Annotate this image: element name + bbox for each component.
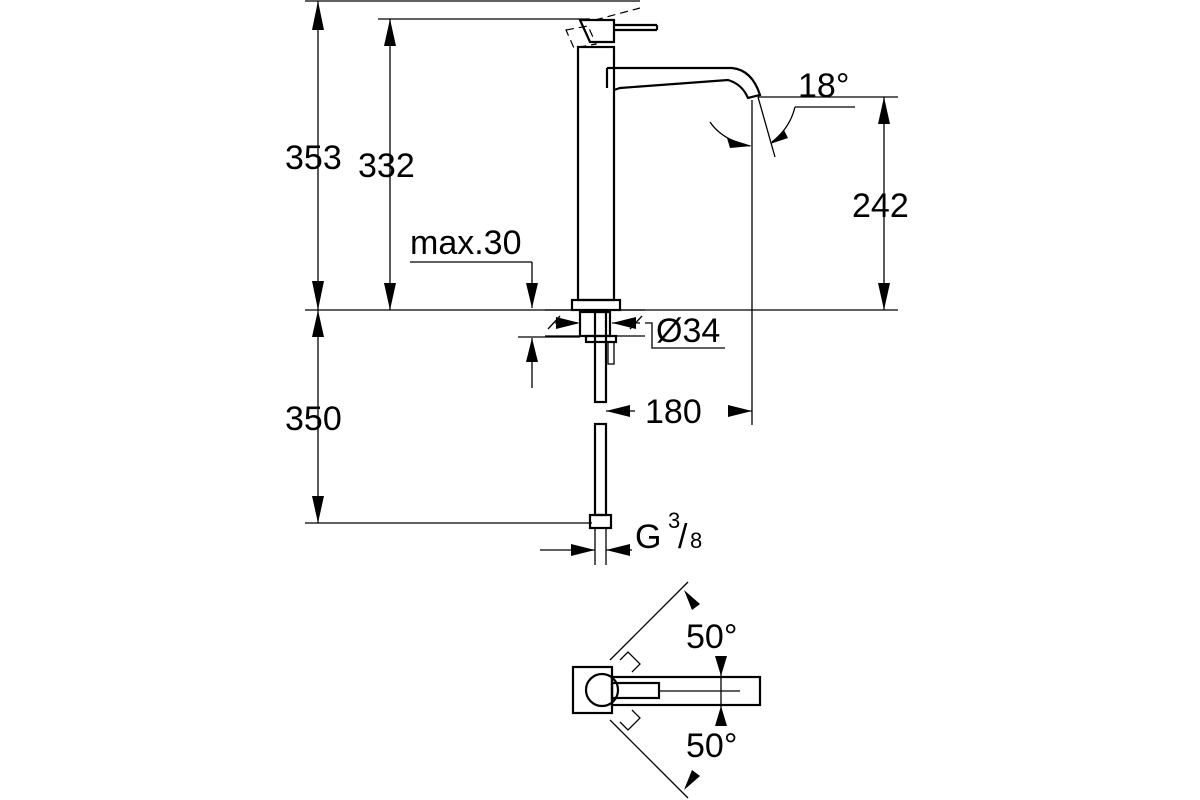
dimension-350 bbox=[312, 310, 324, 523]
dimension-angle-18 bbox=[709, 96, 855, 158]
label-180: 180 bbox=[645, 393, 702, 431]
label-242: 242 bbox=[852, 187, 909, 225]
label-18-deg: 18° bbox=[798, 67, 849, 105]
dimension-353 bbox=[312, 1, 324, 310]
label-d34: Ø34 bbox=[656, 312, 720, 350]
dimension-242 bbox=[878, 97, 890, 310]
dimension-180 bbox=[606, 405, 752, 417]
dimension-g38 bbox=[540, 544, 632, 556]
label-max30: max.30 bbox=[410, 224, 522, 262]
label-g: G bbox=[635, 518, 661, 556]
label-332: 332 bbox=[358, 147, 415, 185]
label-353: 353 bbox=[285, 139, 342, 177]
label-50-top: 50° bbox=[686, 618, 737, 656]
label-50-bottom: 50° bbox=[686, 727, 737, 765]
label-g-slash: / bbox=[678, 518, 688, 556]
label-350: 350 bbox=[285, 400, 342, 438]
dimension-max30 bbox=[410, 261, 580, 388]
hose bbox=[588, 310, 613, 565]
label-g-den: 8 bbox=[690, 528, 702, 553]
deck-mounting bbox=[545, 309, 725, 365]
label-g-num: 3 bbox=[668, 508, 680, 533]
faucet-body bbox=[565, 7, 762, 312]
dimension-332 bbox=[384, 19, 396, 310]
top-view bbox=[571, 581, 762, 799]
